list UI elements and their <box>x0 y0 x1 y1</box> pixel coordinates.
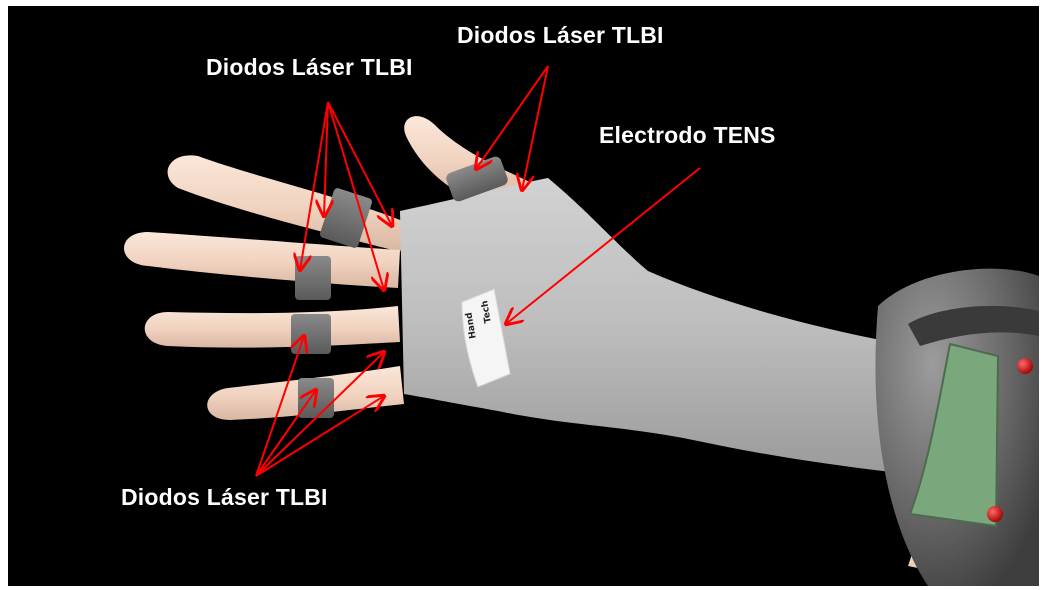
bracelet-button-bottom <box>987 506 1003 522</box>
label-electrodo-tens: Electrodo TENS <box>599 122 776 149</box>
diode-band <box>298 378 334 418</box>
bracelet-device <box>875 269 1039 586</box>
diode-band <box>291 314 331 354</box>
figure-canvas: Hand Tech Diodos Láser TLBI Diodos Láser… <box>8 6 1039 586</box>
label-diodos-top-left: Diodos Láser TLBI <box>206 54 413 81</box>
label-diodos-bottom: Diodos Láser TLBI <box>121 484 328 511</box>
ring-finger <box>145 306 400 348</box>
bracelet-button-top <box>1017 358 1033 374</box>
label-diodos-top-right: Diodos Láser TLBI <box>457 22 664 49</box>
